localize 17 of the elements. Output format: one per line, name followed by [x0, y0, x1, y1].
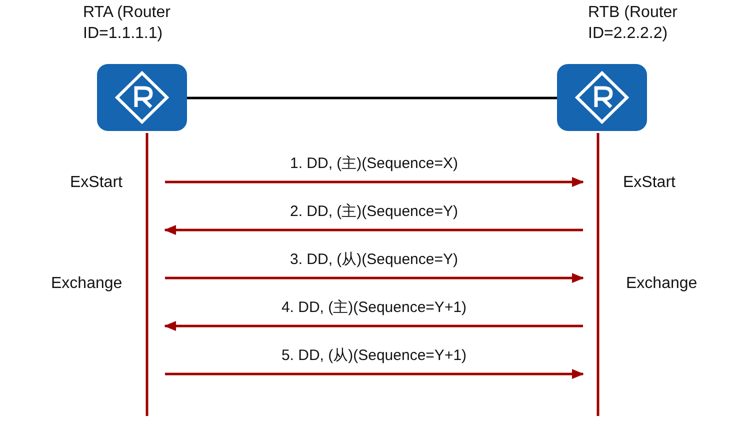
state-label: Exchange: [51, 275, 122, 293]
router-label: RTB (Router ID=2.2.2.2): [587, 3, 679, 44]
message-arrow: [165, 369, 584, 379]
message-arrow: [165, 177, 584, 187]
message-arrow: [164, 225, 583, 235]
state-label: Exchange: [626, 275, 698, 293]
edge-label: 1. DD, (主)(Sequence=X): [290, 154, 458, 173]
edge-label: 3. DD, (从)(Sequence=Y): [290, 250, 458, 269]
state-label: ExStart: [623, 174, 676, 192]
edge-label: 4. DD, (主)(Sequence=Y+1): [281, 298, 467, 317]
edge-label: 5. DD, (从)(Sequence=Y+1): [281, 346, 467, 365]
state-label: ExStart: [70, 174, 122, 192]
edge-label: 2. DD, (主)(Sequence=Y): [290, 202, 458, 221]
message-arrow: [165, 273, 584, 283]
router-label: RTA (Router ID=1.1.1.1): [83, 3, 172, 44]
message-arrow: [164, 321, 583, 331]
link-line: [187, 96, 557, 100]
